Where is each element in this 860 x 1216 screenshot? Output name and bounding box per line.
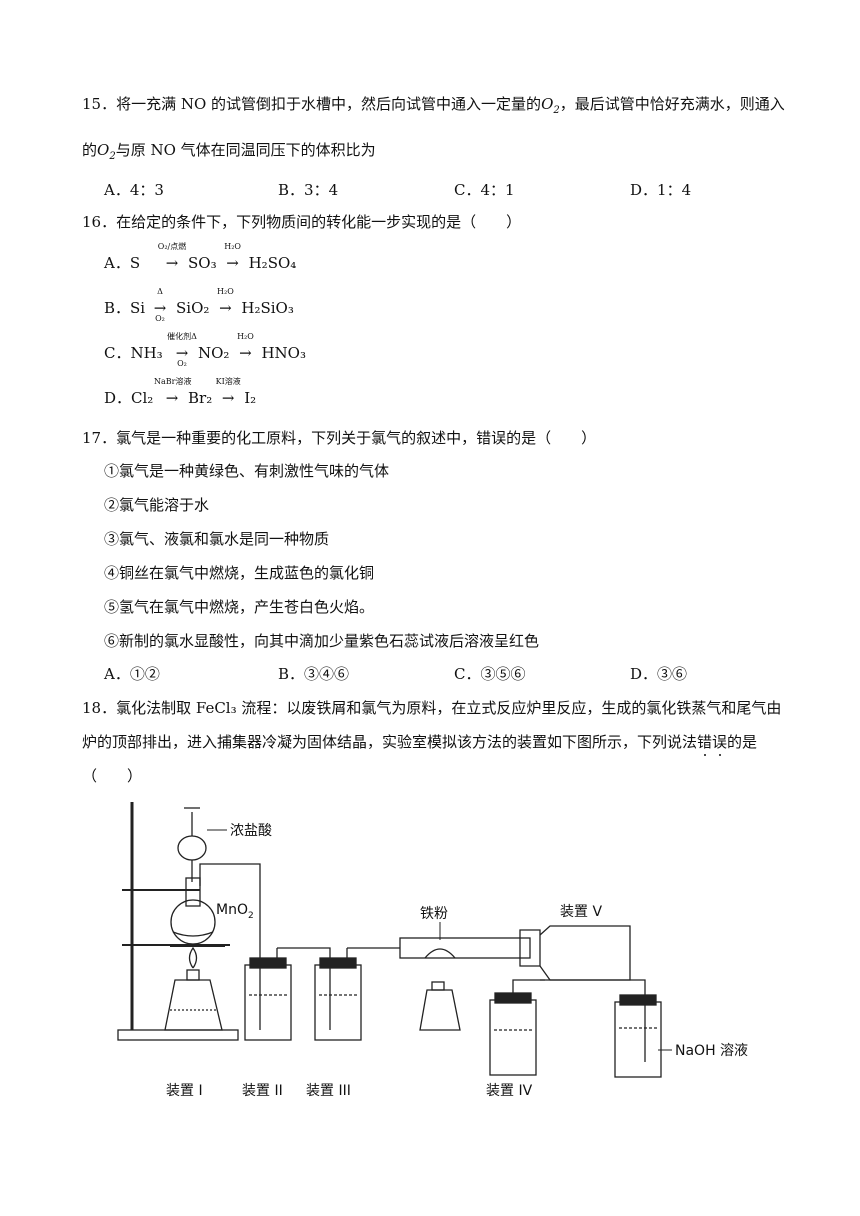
gas-washing-bottle-3 xyxy=(314,964,362,1041)
reaction-arrow: H₂O→ xyxy=(224,242,241,272)
alcohol-lamp xyxy=(164,979,223,1031)
lamp-under-tube xyxy=(419,989,461,1031)
q17-item-6: ⑥新制的氯水显酸性，向其中滴加少量紫色石蕊试液后溶液呈红色 xyxy=(104,632,540,650)
naoh-bottle xyxy=(614,1001,662,1078)
q15-option-c[interactable]: C．4：1 xyxy=(454,181,515,199)
emphasis-char: 错 xyxy=(697,733,713,751)
q17-item-3: ③氯气、液氯和氯水是同一种物质 xyxy=(104,530,330,548)
label-device-i: 装置 I xyxy=(166,1083,203,1099)
q17-option-a[interactable]: A．①② xyxy=(104,665,160,683)
flame xyxy=(188,946,198,969)
q17-option-d[interactable]: D．③⑥ xyxy=(630,665,688,683)
o2-formula: O2 xyxy=(97,141,116,162)
reaction-arrow: KI溶液→ xyxy=(215,377,241,407)
reaction-arrow: 催化剂Δ→O₂ xyxy=(167,332,197,368)
delivery-tube xyxy=(199,863,261,965)
q17-item-5: ⑤氢气在氯气中燃烧，产生苍白色火焰。 xyxy=(104,598,375,616)
q18-line1: 18．氯化法制取 FeCl₃ 流程：以废铁屑和氯气为原料，在立式反应炉里反应，生… xyxy=(82,699,782,717)
tail-gas-tube xyxy=(540,979,646,995)
label-hcl: 浓盐酸 xyxy=(230,823,272,839)
collector-v xyxy=(539,925,631,981)
q17-item-4: ④铜丝在氯气中燃烧，生成蓝色的氯化铜 xyxy=(104,564,375,582)
q15-line2: 的O2与原 NO 气体在同温同压下的体积比为 xyxy=(82,141,376,162)
label-naoh: NaOH 溶液 xyxy=(675,1043,748,1059)
flask-neck xyxy=(185,877,201,907)
label-mno2: MnO2 xyxy=(216,902,254,921)
label-device-iv: 装置 IV xyxy=(486,1083,533,1099)
q18-line2: 炉的顶部排出，进入捕集器冷凝为固体结晶，实验室模拟该方法的装置如下图所示，下列说… xyxy=(82,733,758,751)
reaction-arrow: O₂/点燃→ xyxy=(157,242,187,272)
stand-base xyxy=(117,1029,239,1041)
q15-line1: 15．将一充满 NO 的试管倒扣于水槽中，然后向试管中通入一定量的O2，最后试管… xyxy=(82,95,785,116)
iron-powder xyxy=(424,948,456,959)
separatory-funnel xyxy=(177,835,207,861)
reaction-arrow: H₂O→ xyxy=(217,287,234,317)
q17-item-1: ①氯气是一种黄绿色、有刺激性气味的气体 xyxy=(104,462,390,480)
q17-option-b[interactable]: B．③④⑥ xyxy=(278,665,350,683)
label-iron-powder: 铁粉 xyxy=(420,906,448,922)
round-bottom-flask xyxy=(170,899,216,945)
o2-formula: O2 xyxy=(541,95,560,116)
q17-item-2: ②氯气能溶于水 xyxy=(104,496,210,514)
q15-option-d[interactable]: D．1：4 xyxy=(630,181,692,199)
label-device-iii: 装置 III xyxy=(306,1083,351,1099)
reaction-arrow: Δ→O₂ xyxy=(153,287,167,323)
reaction-tube xyxy=(399,937,531,959)
bottle-4 xyxy=(489,999,537,1076)
label-device-v: 装置 V xyxy=(560,904,602,920)
q17-stem: 17．氯气是一种重要的化工原料，下列关于氯气的叙述中，错误的是（ ） xyxy=(82,429,597,447)
apparatus-figure: 浓盐酸 MnO2 铁粉 装置 V NaOH 溶液 装置 I 装置 II 装置 I… xyxy=(117,802,748,1099)
q15-option-b[interactable]: B．3：4 xyxy=(278,181,339,199)
reaction-arrow: H₂O→ xyxy=(237,332,254,362)
reaction-arrow: NaBr溶液→ xyxy=(154,377,192,407)
q15-option-a[interactable]: A．4：3 xyxy=(104,181,164,199)
q16-stem: 16．在给定的条件下，下列物质间的转化能一步实现的是（ ） xyxy=(82,213,522,231)
label-device-ii: 装置 II xyxy=(242,1083,283,1099)
q17-option-c[interactable]: C．③⑤⑥ xyxy=(454,665,526,683)
emphasis-char: 误 xyxy=(712,733,728,751)
gas-washing-bottle-2 xyxy=(244,964,292,1041)
q18-line3: （ ） xyxy=(82,767,143,785)
